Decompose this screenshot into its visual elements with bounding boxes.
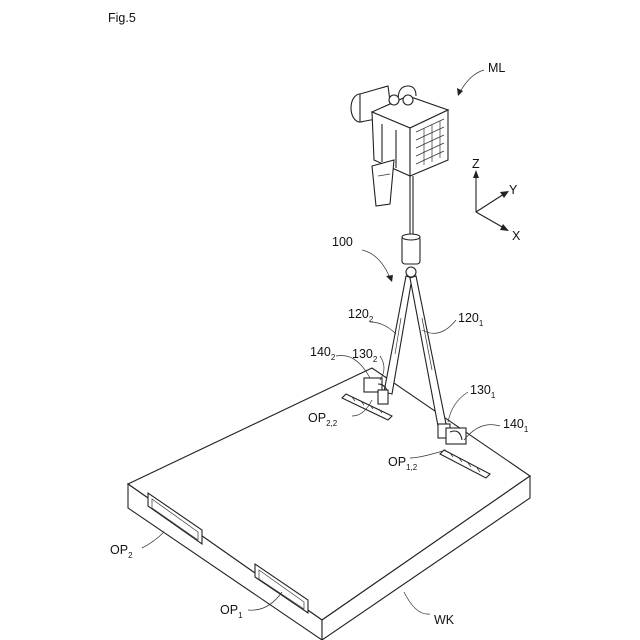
- label-120-2: 1202: [348, 307, 374, 324]
- axis-y: [476, 194, 504, 212]
- axis-x-label: X: [512, 229, 521, 243]
- hook-140-1: [446, 428, 466, 444]
- coordinate-axes: Z Y X: [472, 157, 521, 243]
- clamp-130-2: [378, 390, 388, 404]
- figure-title: Fig.5: [108, 11, 136, 25]
- label-130-2: 1302: [352, 347, 378, 364]
- pallet-top-face: [128, 368, 530, 620]
- label-130-1: 1301: [470, 383, 496, 400]
- electric-hoist-ml: [351, 86, 448, 206]
- pallet-wk: [128, 368, 530, 640]
- label-op-2: OP2: [110, 543, 133, 560]
- label-100: 100: [332, 235, 353, 249]
- label-op-1: OP1: [220, 603, 243, 620]
- chain-container: [372, 160, 394, 206]
- label-140-1: 1401: [503, 417, 529, 434]
- axis-y-label: Y: [509, 183, 518, 197]
- axis-x: [476, 212, 504, 228]
- label-ml: ML: [488, 61, 505, 75]
- label-120-1: 1201: [458, 311, 484, 328]
- label-wk: WK: [434, 613, 455, 627]
- label-140-2: 1402: [310, 345, 336, 362]
- axis-z-label: Z: [472, 157, 480, 171]
